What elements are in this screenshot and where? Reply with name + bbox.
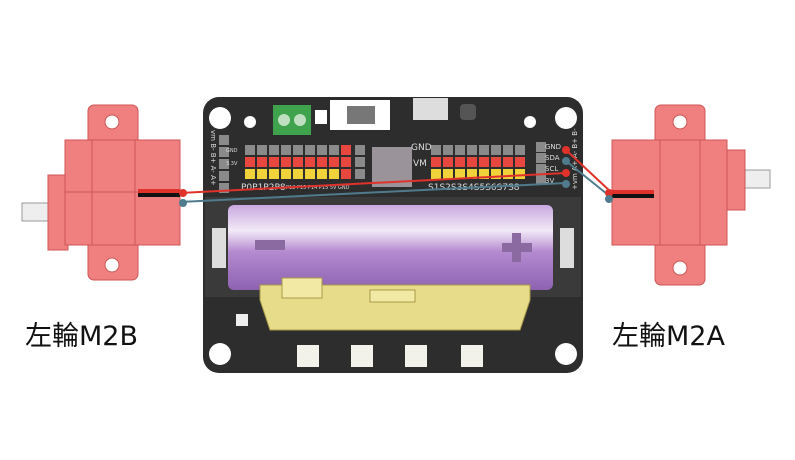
header-pin — [245, 145, 255, 155]
header-pin — [515, 145, 525, 155]
header-pin — [219, 147, 229, 157]
3v3-row-label: 3.3V — [226, 161, 238, 167]
wires — [179, 146, 613, 207]
i2c-scl-label: SCL — [545, 165, 558, 173]
i2c-sda-label: SDA — [545, 154, 560, 162]
i2c-header — [536, 142, 546, 185]
right-motor — [611, 104, 771, 286]
right-header-labels: +vm A+ A- B+ B- — [571, 128, 579, 190]
header-pin — [355, 145, 365, 155]
header-pin — [281, 157, 291, 167]
header-pin — [329, 169, 339, 179]
battery — [228, 205, 553, 290]
button-2[interactable] — [351, 345, 373, 367]
button-3[interactable] — [405, 345, 427, 367]
header-pin — [536, 153, 546, 163]
header-pin — [503, 169, 513, 179]
left-motor — [21, 104, 181, 281]
header-pin — [467, 169, 477, 179]
microbit-slot — [259, 284, 531, 331]
header-pin — [305, 169, 315, 179]
header-pin — [443, 169, 453, 179]
header-pin — [355, 157, 365, 167]
blue-wire-left — [179, 182, 567, 203]
header-pin — [329, 145, 339, 155]
header-pin — [443, 145, 453, 155]
header-pin — [219, 183, 229, 193]
red-wire-left — [179, 172, 567, 194]
header-pin — [355, 169, 365, 179]
header-pin — [257, 169, 267, 179]
header-pin — [536, 175, 546, 185]
button-1[interactable] — [297, 345, 319, 367]
header-pin — [491, 145, 501, 155]
header-pin — [281, 145, 291, 155]
header-pin — [329, 157, 339, 167]
header-pin — [431, 169, 441, 179]
header-pin — [281, 169, 291, 179]
left-header-labels: vm B- B+ A- A+ — [209, 130, 217, 186]
button-4[interactable] — [461, 345, 483, 367]
header-pin — [479, 145, 489, 155]
header-pin — [341, 157, 351, 167]
right-motor-label: 左輪M2A — [612, 321, 725, 352]
header-pin — [467, 157, 477, 167]
header-pin — [257, 157, 267, 167]
header-pin — [219, 171, 229, 181]
driver-board: vm B- B+ A- A+ +vm A+ A- B+ B- GND 3.3V … — [203, 97, 583, 373]
header-pin — [269, 169, 279, 179]
header-pin — [491, 157, 501, 167]
header-pin — [455, 145, 465, 155]
buttons — [297, 345, 483, 367]
header-pin — [341, 145, 351, 155]
left-motor-label: 左輪M2B — [25, 321, 138, 352]
header-pin — [317, 145, 327, 155]
header-pin — [219, 159, 229, 169]
gnd-label: GND — [411, 143, 432, 153]
header-pin — [245, 157, 255, 167]
left-pin-headers — [219, 135, 525, 193]
header-pin — [305, 157, 315, 167]
header-pin — [443, 157, 453, 167]
header-pin — [293, 157, 303, 167]
header-pin — [536, 142, 546, 152]
header-pin — [503, 145, 513, 155]
header-pin — [515, 157, 525, 167]
header-pin — [219, 135, 229, 145]
header-pin — [305, 145, 315, 155]
blue-wire-right — [565, 160, 613, 199]
header-pin — [467, 145, 477, 155]
header-pin — [455, 169, 465, 179]
header-pin — [341, 169, 351, 179]
header-pin — [515, 169, 525, 179]
header-pin — [536, 164, 546, 174]
i2c-3v-label: 3V — [545, 177, 554, 185]
header-pin — [317, 169, 327, 179]
i2c-gnd-label: GND — [545, 143, 561, 151]
header-pin — [491, 169, 501, 179]
header-pin — [431, 157, 441, 167]
header-pin — [293, 169, 303, 179]
header-pin — [317, 157, 327, 167]
red-wire-right — [565, 149, 613, 194]
header-pin — [269, 145, 279, 155]
vm-label: VM — [413, 159, 427, 169]
header-pin — [245, 169, 255, 179]
header-pin — [431, 145, 441, 155]
header-pin — [455, 157, 465, 167]
header-pin — [269, 157, 279, 167]
header-pin — [503, 157, 513, 167]
header-pin — [479, 157, 489, 167]
header-pin — [257, 145, 267, 155]
p-pins-small-label: P12 P13 P14 P15 5V GND — [286, 185, 350, 191]
header-pin — [479, 169, 489, 179]
header-pin — [293, 145, 303, 155]
gnd-row-label: GND — [226, 148, 238, 154]
